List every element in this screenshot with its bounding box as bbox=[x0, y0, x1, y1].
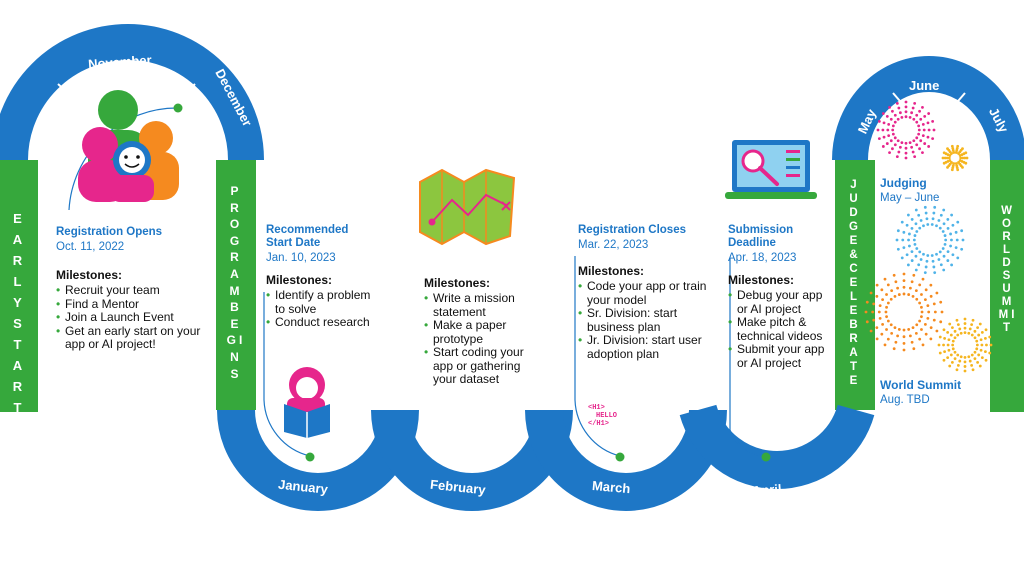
milestones-heading: Milestones: bbox=[56, 268, 123, 282]
list-item: Make a paper prototype bbox=[424, 318, 534, 346]
phase-early-start-label: EARLY START bbox=[12, 211, 26, 415]
code-line: </H1> bbox=[588, 420, 610, 428]
phase-judge-celebrate: JUDGE & CELEBRATE bbox=[845, 178, 865, 388]
laptop-illustration bbox=[725, 140, 817, 199]
judging-block: Judging May – June bbox=[880, 177, 939, 205]
arch-may-july bbox=[832, 56, 1024, 161]
reader-illustration bbox=[284, 367, 330, 438]
list-item: Sr. Division: start business plan bbox=[578, 306, 708, 334]
list-item: Identify a problem to solve bbox=[266, 288, 376, 316]
registration-closes-title: Registration Closes bbox=[578, 224, 686, 236]
milestones-heading: Milestones: bbox=[424, 276, 491, 290]
list-item: Join a Launch Event bbox=[56, 310, 216, 325]
month-april: April bbox=[751, 481, 782, 498]
list-item: Submit your app or AI project bbox=[728, 342, 828, 370]
code-snippet: <H1> HELLO </H1> bbox=[588, 404, 617, 428]
phase-bar-judge-celebrate bbox=[835, 160, 875, 410]
list-item: Get an early start on your app or AI pro… bbox=[56, 324, 216, 352]
connector-dot bbox=[761, 452, 771, 462]
start-date-date: Jan. 10, 2023 bbox=[266, 252, 336, 264]
milestones-heading: Milestones: bbox=[578, 264, 645, 278]
world-summit-title: World Summit bbox=[880, 378, 962, 392]
arch-divider bbox=[892, 92, 913, 116]
phase-early-start: EARLY START bbox=[9, 208, 29, 418]
team-illustration bbox=[78, 90, 179, 202]
submission-date: Apr. 18, 2023 bbox=[728, 252, 797, 264]
list-item: Write a mission statement bbox=[424, 291, 534, 319]
registration-closes-date: Mar. 22, 2023 bbox=[578, 239, 649, 251]
connector-dot bbox=[173, 103, 183, 113]
milestones-list: Code your app or train your model Sr. Di… bbox=[578, 279, 708, 361]
arch-april bbox=[679, 404, 875, 489]
phase-world-summit: WORLD SUMMIT bbox=[998, 205, 1018, 335]
phase-world-summit-label: WORLD SUMMIT bbox=[998, 205, 1018, 334]
registration-opens-block: Registration Opens Oct. 11, 2022 Milesto… bbox=[56, 226, 216, 352]
judging-date: May – June bbox=[880, 192, 940, 204]
milestones-list: Debug your app or AI project Make pitch … bbox=[728, 288, 828, 370]
arch-divider bbox=[945, 92, 966, 116]
list-item: Make pitch & technical videos bbox=[728, 315, 828, 343]
world-summit-block: World Summit Aug. TBD bbox=[880, 379, 961, 407]
connector-dot bbox=[615, 452, 625, 462]
list-item: Recruit your team bbox=[56, 283, 216, 298]
milestones-heading: Milestones: bbox=[266, 273, 333, 287]
milestones-list: Recruit your team Find a Mentor Join a L… bbox=[56, 283, 216, 352]
judging-title: Judging bbox=[880, 176, 927, 190]
month-february: February bbox=[429, 477, 487, 498]
phase-bar-world-summit bbox=[990, 160, 1024, 412]
month-november: November bbox=[88, 52, 152, 71]
february-block: Milestones: Write a mission statement Ma… bbox=[424, 268, 534, 387]
list-item: Start coding your app or gathering your … bbox=[424, 345, 534, 387]
arch-oct-dec bbox=[0, 24, 264, 161]
phase-program-begins-label: PROGRAM BEGINS bbox=[226, 184, 246, 381]
month-june: June bbox=[909, 78, 939, 93]
milestones-heading: Milestones: bbox=[728, 273, 795, 287]
arch-divider bbox=[57, 83, 85, 109]
map-illustration bbox=[419, 168, 516, 246]
list-item: Conduct research bbox=[266, 315, 376, 330]
phase-bar-early-start bbox=[0, 160, 38, 412]
fireworks-illustration bbox=[864, 100, 993, 373]
month-january: January bbox=[277, 477, 329, 497]
connector-dot bbox=[305, 452, 315, 462]
phase-judge-celebrate-label: JUDGE & CELEBRATE bbox=[849, 179, 861, 387]
list-item: Find a Mentor bbox=[56, 297, 216, 312]
list-item: Jr. Division: start user adoption plan bbox=[578, 333, 708, 361]
milestones-list: Identify a problem to solve Conduct rese… bbox=[266, 288, 376, 330]
start-date-title: Recommended Start Date bbox=[266, 224, 349, 249]
registration-opens-date: Oct. 11, 2022 bbox=[56, 241, 125, 253]
month-march: March bbox=[591, 478, 631, 496]
world-summit-date: Aug. TBD bbox=[880, 394, 930, 406]
list-item: Debug your app or AI project bbox=[728, 288, 828, 316]
list-item: Code your app or train your model bbox=[578, 279, 708, 307]
start-date-block: Recommended Start Date Jan. 10, 2023 Mil… bbox=[266, 224, 376, 330]
registration-opens-title: Registration Opens bbox=[56, 226, 163, 238]
submission-block: Submission Deadline Apr. 18, 2023 Milest… bbox=[728, 224, 828, 370]
phase-bar-program-begins bbox=[216, 160, 256, 410]
registration-closes-block: Registration Closes Mar. 22, 2023 Milest… bbox=[578, 224, 708, 361]
milestones-list: Write a mission statement Make a paper p… bbox=[424, 291, 534, 387]
submission-title: Submission Deadline bbox=[728, 224, 794, 249]
phase-program-begins: PROGRAM BEGINS bbox=[226, 183, 246, 382]
arch-divider bbox=[169, 83, 196, 109]
code-line: HELLO bbox=[596, 412, 618, 420]
code-line: <H1> bbox=[588, 404, 605, 412]
